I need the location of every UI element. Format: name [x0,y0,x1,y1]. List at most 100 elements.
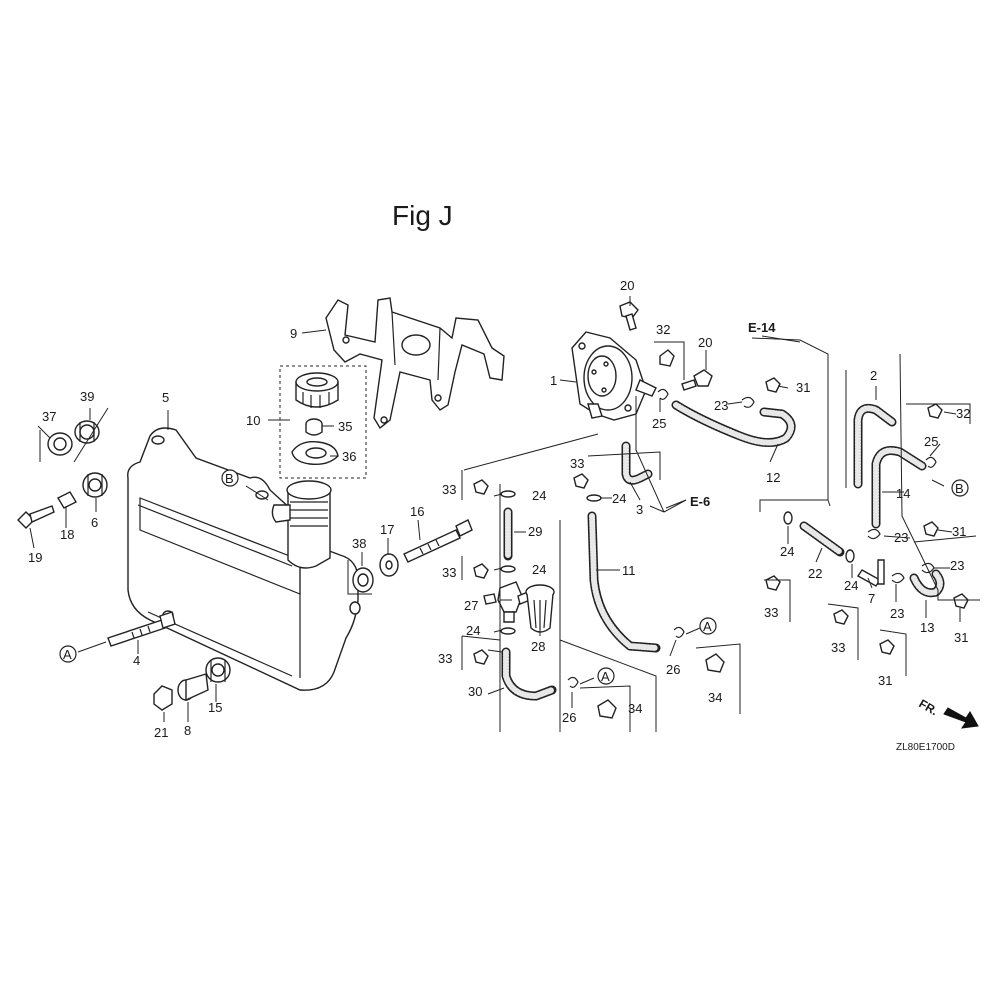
label-27: 27 [464,598,478,613]
label-33a: 33 [442,482,456,497]
label-9: 9 [290,326,297,341]
hose-2 [853,403,897,489]
label-33b: 33 [570,456,584,471]
collar-18 [57,491,77,509]
nut-21 [153,685,173,711]
clamp-24e [783,511,793,525]
hose-3 [621,441,653,485]
clip-32a [659,349,675,367]
label-12: 12 [766,470,780,485]
grommet-37 [47,432,73,456]
label-20a: 20 [620,278,634,293]
label-33c: 33 [442,565,456,580]
leader-lines-right [787,386,961,622]
ref-bracket-e6 [635,396,687,513]
label-25b: 25 [924,434,938,449]
circle-ref-a-1-text: A [63,647,72,662]
label-33e: 33 [764,605,778,620]
bolt-20b [681,369,713,391]
label-16: 16 [410,504,424,519]
cap-filter [291,441,339,466]
label-5: 5 [162,390,169,405]
label-24b: 24 [532,562,546,577]
label-1: 1 [550,373,557,388]
bracket [325,297,505,430]
clamp-24a [500,490,516,498]
clip-23c [891,572,905,584]
label-8: 8 [184,723,191,738]
circle-ref-a-2-text: A [601,669,610,684]
label-19: 19 [28,550,42,565]
label-7: 7 [868,591,875,606]
label-6: 6 [91,515,98,530]
leader-lines-center [487,481,641,653]
label-26b: 26 [666,662,680,677]
label-20b: 20 [698,335,712,350]
label-14: 14 [896,486,910,501]
label-23d: 23 [890,606,904,621]
label-3: 3 [636,502,643,517]
grommet-39 [74,420,100,444]
hose-30 [501,647,557,701]
label-11: 11 [622,563,636,578]
label-24c: 24 [466,623,480,638]
clip-34-set [597,653,725,719]
label-23c: 23 [950,558,964,573]
fuel-cap [295,372,339,408]
leader-a-4 [77,641,107,653]
ref-e14: E-14 [748,320,776,335]
label-31b: 31 [952,524,966,539]
label-15: 15 [208,700,222,715]
ref-brackets-left [461,470,501,670]
label-4: 4 [133,653,140,668]
bolt-4 [107,611,176,647]
label-30: 30 [468,684,482,699]
ref-brackets-bottom [579,643,741,732]
label-32a: 32 [656,322,670,337]
grommet-6 [82,472,108,498]
clip-31-set [765,377,969,655]
bolt-19 [17,505,55,529]
leader-lines-left [29,408,169,654]
leader-lines-bottom [163,684,573,722]
hose-11 [587,511,661,653]
part-labels: 1 2 3 4 5 6 7 8 9 10 11 12 13 14 15 16 1… [28,278,970,740]
label-36: 36 [342,449,356,464]
label-29: 29 [528,524,542,539]
hose-13 [909,569,945,598]
hose-12 [671,400,796,447]
label-39: 39 [80,389,94,404]
clip-25b [925,456,937,468]
label-24f: 24 [844,578,858,593]
label-33d: 33 [438,651,452,666]
clip-32b [927,403,943,419]
circle-ref-b-2: B [951,479,969,497]
label-28: 28 [531,639,545,654]
ref-brackets-bottom-right [764,579,907,676]
ref-e6: E-6 [690,494,710,509]
ref-brackets-far-right [845,370,977,543]
clip-26a [567,676,579,688]
front-marker-text: FR. [917,696,941,718]
cap-packing [305,418,323,436]
bolt-20a [619,301,639,331]
label-23a: 23 [714,398,728,413]
clip-25a [657,388,669,400]
arrow-e6 [665,499,687,509]
ref-brackets-center [463,433,657,732]
clip-23a [741,396,755,408]
washer-17 [379,553,399,577]
clip-33-set [473,473,849,665]
filler-neck [271,480,332,569]
bolt-16 [403,519,473,563]
clamp-24d [586,494,602,502]
circle-ref-b-1: B [221,469,239,487]
clip-26b [673,626,685,638]
label-25a: 25 [652,416,666,431]
leader-lines-cap [268,329,421,566]
bracket-32a [654,341,685,380]
fuel-valve-27 [483,581,531,623]
label-38: 38 [352,536,366,551]
figure-title: Fig J [392,200,453,231]
label-26a: 26 [562,710,576,725]
